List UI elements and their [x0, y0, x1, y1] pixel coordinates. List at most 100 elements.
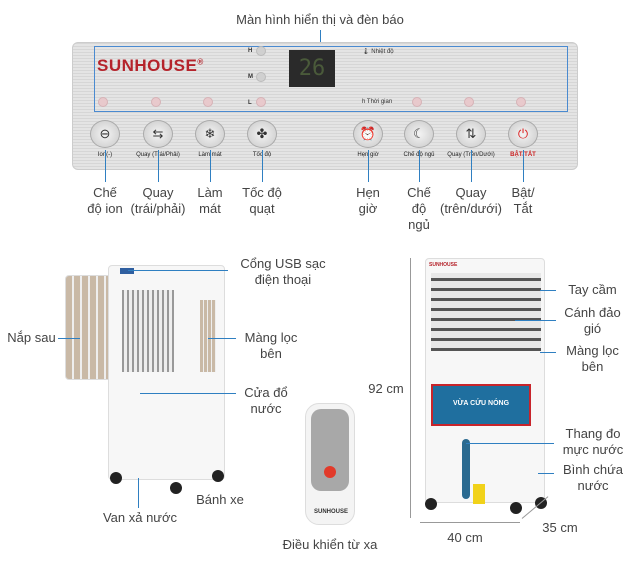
leader-line [158, 150, 159, 182]
moon-icon: ☾ [413, 126, 425, 141]
speed-l-label: L [248, 100, 252, 106]
alarm-clock-button[interactable]: ⏰ [353, 120, 383, 148]
wheel [110, 472, 122, 484]
button-caption: Chế độ ngủ [407, 185, 431, 232]
leader-line [540, 290, 556, 291]
led [98, 97, 108, 107]
usb-port-image [120, 268, 134, 274]
led [464, 97, 474, 107]
power-button[interactable]: ⏻ [508, 120, 538, 148]
air-cooler-front-image: SUNHOUSE VỪA CỨU NÓNG [425, 258, 545, 504]
fan-button[interactable]: ✤ [247, 120, 277, 148]
water-level-gauge [462, 439, 470, 499]
label-drain-valve: Van xả nước [102, 510, 178, 525]
leader-line [466, 443, 554, 444]
remote-button-area [311, 409, 349, 491]
leader-line [140, 393, 236, 394]
leader-line [105, 150, 106, 182]
label-remote: Điều khiển từ xa [282, 537, 378, 552]
button-caption: Quay (trên/dưới) [439, 185, 503, 216]
time-indicator: h Thời gian [362, 99, 393, 105]
power-icon: ⏻ [517, 126, 529, 141]
louver-grille [431, 273, 541, 351]
label-side-filter-right: Màng lọc bên [566, 343, 619, 374]
label-depth: 35 cm [542, 520, 578, 535]
leader-line [515, 320, 556, 321]
leader-line [210, 150, 211, 182]
brand-logo: SUNHOUSE® [97, 56, 204, 75]
moon-button[interactable]: ☾ [404, 120, 434, 148]
warning-sticker [473, 484, 485, 504]
leader-line [208, 338, 236, 339]
label-usb: Cổng USB sạc điện thoại [240, 256, 326, 287]
button-caption: Chế độ ion [87, 185, 123, 216]
leader-line [320, 30, 321, 46]
button-caption: Làm mát [197, 185, 223, 216]
button-label: Quay (Trái/Phải) [136, 152, 180, 158]
leader-line [419, 150, 420, 182]
label-back-cover: Nắp sau [7, 330, 56, 345]
remote-control-image: SUNHOUSE [305, 403, 355, 525]
ion-icon: ⊖ [99, 126, 111, 141]
temperature-display: 26 [289, 50, 335, 87]
snowflake-icon: ❄ [204, 126, 216, 141]
speed-m-label: M [248, 74, 253, 80]
button-caption: Bật/ Tắt [511, 185, 535, 216]
side-filter-image [200, 300, 216, 372]
led [203, 97, 213, 107]
promo-banner: VỪA CỨU NÓNG [431, 384, 531, 426]
unit-brand: SUNHOUSE [429, 262, 458, 268]
led [516, 97, 526, 107]
label-water-gauge: Thang đo mực nước [562, 426, 624, 457]
snowflake-button[interactable]: ❄ [195, 120, 225, 148]
hour-icon: h [362, 99, 367, 105]
swing-vertical-icon: ⇅ [465, 126, 477, 141]
remote-power-icon [324, 466, 336, 478]
alarm-clock-icon: ⏰ [359, 126, 377, 141]
leader-line [262, 150, 263, 182]
button-label: BẬT/TẮT [493, 152, 553, 158]
label-louver: Cánh đảo gió [564, 305, 621, 336]
wheel [510, 502, 522, 514]
thermometer-icon: 🌡 [362, 49, 372, 55]
label-drain-door: Cửa đổ nước [244, 385, 288, 416]
leader-line [58, 338, 80, 339]
leader-line [128, 270, 228, 271]
speed-h-label: H [248, 48, 253, 54]
leader-line [368, 150, 369, 182]
display-area-box [94, 46, 568, 112]
button-caption: Tốc độ quạt [242, 185, 282, 216]
button-caption: Quay (trái/phải) [130, 185, 186, 216]
width-dimension-line [420, 522, 520, 523]
leader-line [523, 150, 524, 182]
ion-button[interactable]: ⊖ [90, 120, 120, 148]
swing-horizontal-icon: ⇆ [152, 126, 164, 141]
button-caption: Hẹn giờ [356, 185, 380, 216]
led [151, 97, 161, 107]
wheel [170, 482, 182, 494]
speed-h-led [256, 46, 266, 56]
label-handle: Tay cầm [568, 282, 617, 297]
leader-line [538, 473, 554, 474]
label-width: 40 cm [447, 530, 483, 545]
fan-grille [122, 290, 174, 372]
height-dimension-line [410, 258, 411, 518]
leader-line [540, 352, 556, 353]
temp-indicator: 🌡 Nhiệt độ [362, 49, 394, 55]
led [412, 97, 422, 107]
swing-vertical-button[interactable]: ⇅ [456, 120, 486, 148]
label-tank: Bình chứa nước [562, 462, 624, 493]
fan-icon: ✤ [256, 126, 268, 141]
leader-line [138, 478, 139, 508]
swing-horizontal-button[interactable]: ⇆ [143, 120, 173, 148]
label-wheels: Bánh xe [196, 492, 244, 507]
display-title: Màn hình hiển thị và đèn báo [236, 12, 404, 27]
speed-l-led [256, 97, 266, 107]
label-side-filter-left: Màng lọc bên [244, 330, 298, 361]
leader-line [471, 150, 472, 182]
wheel [425, 498, 437, 510]
remote-brand: SUNHOUSE [313, 509, 348, 515]
speed-m-led [256, 72, 266, 82]
label-height: 92 cm [368, 381, 404, 396]
wheel [212, 470, 224, 482]
